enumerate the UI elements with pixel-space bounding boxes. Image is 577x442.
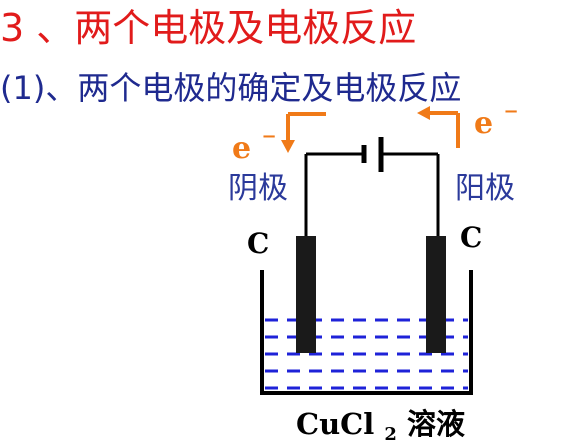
solution-subscript: 2 — [384, 424, 397, 442]
beaker-outline — [260, 270, 473, 395]
solution-suffix: 溶液 — [407, 407, 465, 441]
right-electron-label: e − — [474, 101, 519, 141]
left-electron-flow: e − — [232, 112, 326, 166]
right-electron-flow: e − — [417, 101, 519, 148]
right-electrode-symbol: C — [460, 221, 482, 254]
left-electron-label: e − — [232, 126, 277, 166]
solution-formula: CuCl — [296, 407, 374, 441]
slide-subtitle: (1)、两个电极的确定及电极反应 — [0, 69, 461, 107]
battery-icon — [306, 137, 438, 172]
arrow-left-icon — [417, 106, 460, 148]
left-arrow-head — [281, 140, 295, 153]
right-electron-superscript: − — [504, 101, 519, 122]
right-carbon-electrode — [426, 236, 446, 353]
arrow-down-icon — [281, 112, 326, 153]
anode-label: 阳极 — [455, 171, 515, 206]
left-carbon-electrode — [296, 236, 316, 353]
left-electrode-symbol: C — [247, 227, 269, 260]
solution-label: CuCl 2 溶液 — [296, 407, 465, 442]
beaker-icon — [260, 236, 473, 395]
right-arrow-head — [417, 106, 430, 120]
cathode-label: 阴极 — [228, 171, 288, 206]
right-electron-letter: e — [474, 106, 493, 141]
slide-title: 3 、两个电极及电极反应 — [0, 6, 416, 50]
left-electron-superscript: − — [262, 126, 277, 147]
left-electron-letter: e — [232, 131, 251, 166]
